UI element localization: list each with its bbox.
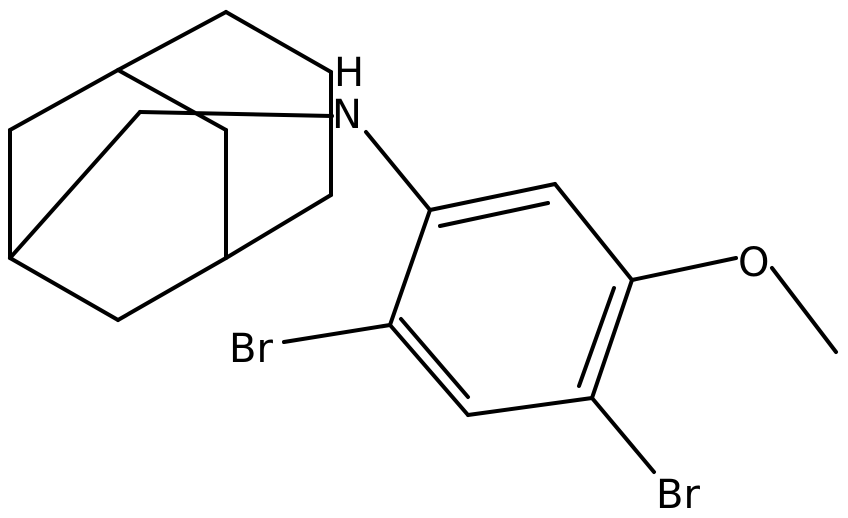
bond bbox=[116, 68, 228, 132]
amine-hydrogen-label: H bbox=[334, 50, 364, 96]
bond bbox=[138, 110, 334, 118]
bond bbox=[224, 10, 333, 74]
bond bbox=[388, 323, 470, 417]
bond-c-br-bottom bbox=[590, 396, 656, 474]
bond-c-br-left bbox=[282, 323, 392, 344]
benzene-ring bbox=[388, 182, 634, 417]
bond bbox=[8, 68, 120, 132]
bond bbox=[438, 201, 550, 228]
bond bbox=[428, 182, 557, 212]
bond bbox=[8, 256, 120, 322]
amine-nitrogen-label: N bbox=[332, 92, 362, 138]
adamantyl-cage bbox=[8, 10, 334, 322]
bromine-bottom-label: Br bbox=[656, 472, 700, 518]
bond bbox=[224, 193, 333, 260]
bond bbox=[577, 286, 616, 388]
bond bbox=[8, 110, 142, 260]
bond bbox=[399, 317, 470, 399]
bond-c-o bbox=[630, 256, 738, 282]
oxygen-label: O bbox=[738, 240, 769, 286]
bond bbox=[590, 278, 634, 400]
bond bbox=[388, 208, 432, 327]
bond bbox=[116, 10, 228, 72]
bromine-left-label: Br bbox=[229, 326, 273, 372]
bond bbox=[466, 396, 594, 417]
bond bbox=[553, 182, 634, 282]
bond-n-aryl bbox=[364, 130, 432, 212]
bond bbox=[116, 256, 228, 322]
bond-o-methyl bbox=[770, 266, 838, 354]
